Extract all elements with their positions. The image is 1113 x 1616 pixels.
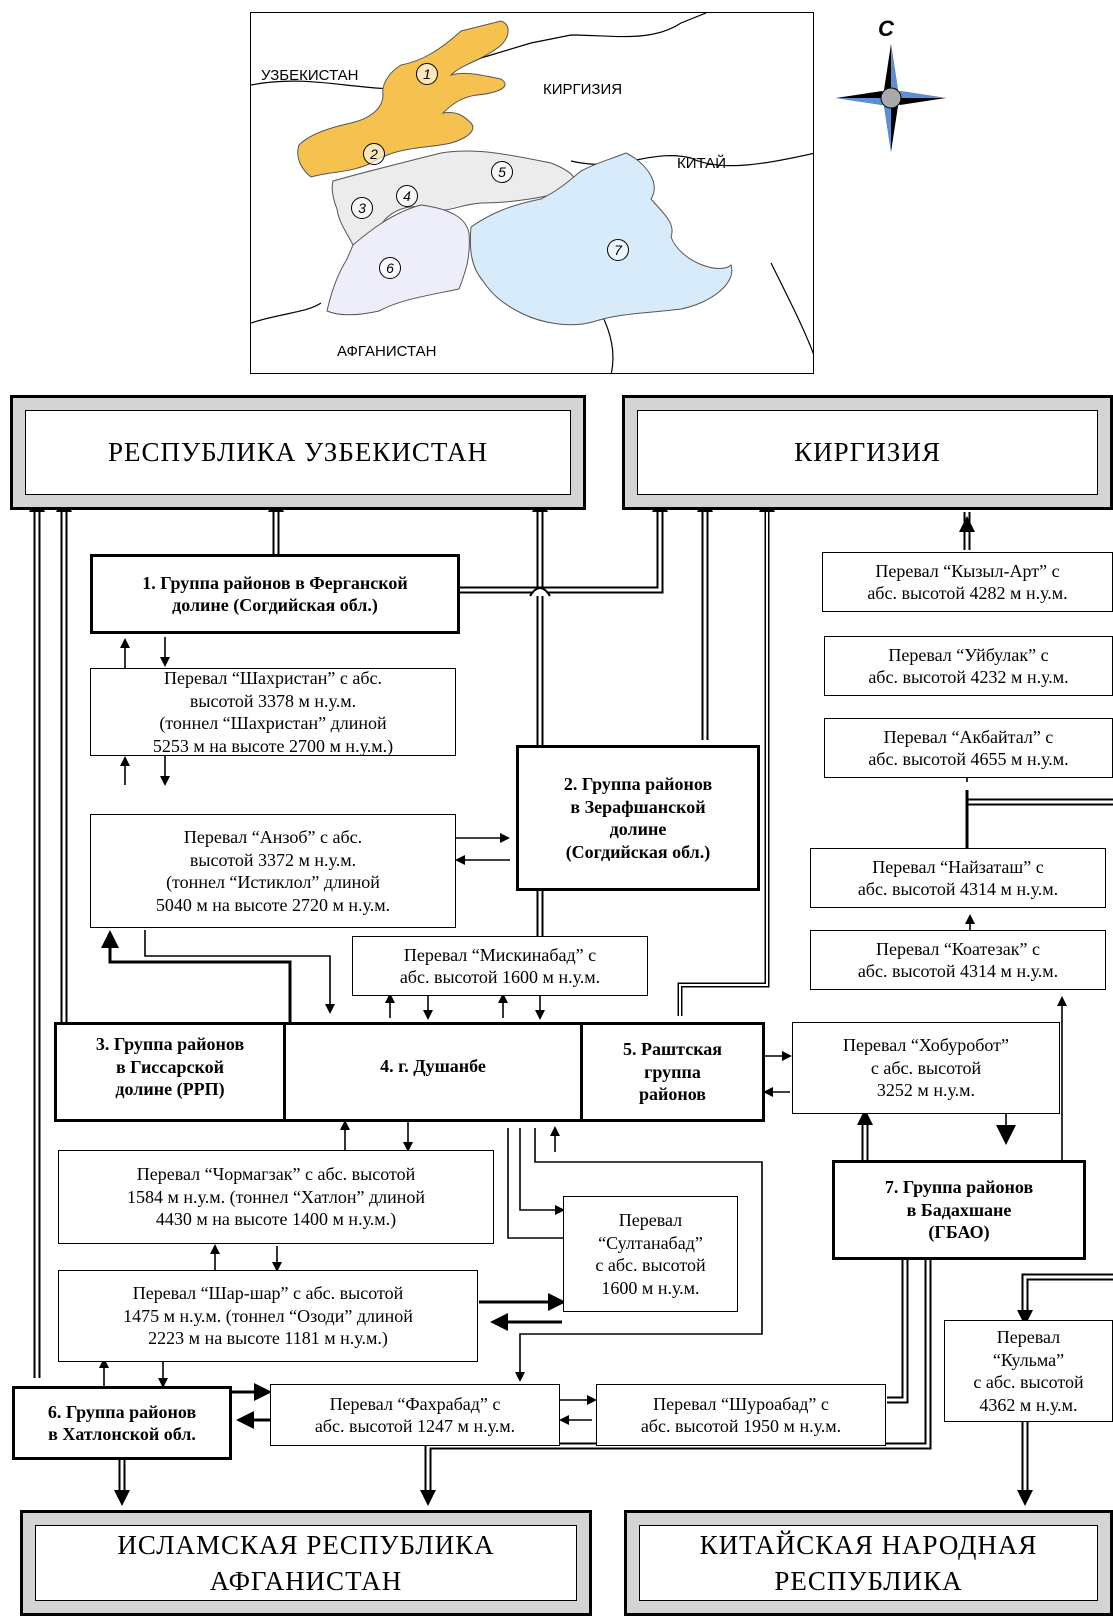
region-sughd [297,20,509,178]
group-box-khatlon: 6. Группа районов в Хатлонской обл. [12,1386,232,1460]
map-label-kyrgyzstan: КИРГИЗИЯ [543,81,623,98]
pass-box-kulma: Перевал “Кульма” с абс. высотой 4362 м н… [944,1320,1113,1422]
pass-box-kyzylart: Перевал “Кызыл-Арт” с абс. высотой 4282 … [822,552,1113,612]
pass-box-anzob: Перевал “Анзоб” с абс. высотой 3372 м н.… [90,814,456,928]
map-label-afghanistan: АФГАНИСТАН [337,343,437,360]
country-label-afghanistan: ИСЛАМСКАЯ РЕСПУБЛИКА АФГАНИСТАН [35,1525,577,1601]
pass-box-miskinabad: Перевал “Мискинабад” с абс. высотой 1600… [352,936,648,996]
region-number-2: 2 [363,143,385,165]
region-gbao [469,152,733,326]
compass-north-label: С [878,16,894,41]
country-label-china: КИТАЙСКАЯ НАРОДНАЯ РЕСПУБЛИКА [639,1525,1098,1601]
group-box-zeravshan: 2. Группа районов в Зерафшанской долине … [516,745,760,891]
region-number-6: 6 [379,257,401,279]
region-number-5: 5 [491,161,513,183]
region-number-7: 7 [607,239,629,261]
country-label-uzbekistan: РЕСПУБЛИКА УЗБЕКИСТАН [25,410,571,495]
pass-box-sharshar: Перевал “Шар-шар” с абс. высотой 1475 м … [58,1270,478,1362]
region-central [331,150,576,246]
country-box-afghanistan: ИСЛАМСКАЯ РЕСПУБЛИКА АФГАНИСТАН [20,1510,592,1616]
country-box-kyrgyzstan: КИРГИЗИЯ [622,395,1113,510]
border-line [770,262,813,355]
group-box-gbao: 7. Группа районов в Бадахшане (ГБАО) [832,1160,1086,1260]
pass-box-uybulak: Перевал “Уйбулак” с абс. высотой 4232 м … [824,636,1113,696]
map-label-uzbekistan: УЗБЕКИСТАН [261,67,359,84]
country-label-kyrgyzstan: КИРГИЗИЯ [637,410,1098,495]
pass-box-akbaytal: Перевал “Акбайтал” с абс. высотой 4655 м… [824,718,1113,778]
pass-box-shuroabad: Перевал “Шуроабад” с абс. высотой 1950 м… [596,1384,886,1446]
map-inset: УЗБЕКИСТАН КИРГИЗИЯ КИТАЙ АФГАНИСТАН 1 2… [250,12,814,374]
map-label-china: КИТАЙ [677,155,726,172]
border-line [251,302,322,324]
pass-box-nayzatash: Перевал “Найзаташ” с абс. высотой 4314 м… [810,848,1106,908]
pass-box-shahristan: Перевал “Шахристан” с абс. высотой 3378 … [90,668,456,756]
pass-box-fakhrabad: Перевал “Фахрабад” с абс. высотой 1247 м… [270,1384,560,1446]
group-box-rasht: 5. Раштская группа районов [580,1022,765,1122]
pass-box-sultanabad: Перевал “Султанабад” с абс. высотой 1600… [563,1196,738,1312]
region-number-4: 4 [396,185,418,207]
group-box-dushanbe: 4. г. Душанбе [283,1022,583,1122]
country-box-china: КИТАЙСКАЯ НАРОДНАЯ РЕСПУБЛИКА [624,1510,1113,1616]
group-box-fergana: 1. Группа районов в Ферганской долине (С… [90,554,460,634]
pass-box-chormagzak: Перевал “Чормагзак” с абс. высотой 1584 … [58,1150,494,1244]
pass-box-koatezak: Перевал “Коатезак” с абс. высотой 4314 м… [810,930,1106,990]
region-number-3: 3 [351,197,373,219]
pass-box-khoburobot: Перевал “Хобуробот” с абс. высотой 3252 … [792,1022,1060,1114]
country-box-uzbekistan: РЕСПУБЛИКА УЗБЕКИСТАН [10,395,586,510]
region-number-1: 1 [416,63,438,85]
compass-rose-icon [836,44,946,152]
group-box-hissar: 3. Группа районов в Гиссарской долине (Р… [54,1022,286,1122]
